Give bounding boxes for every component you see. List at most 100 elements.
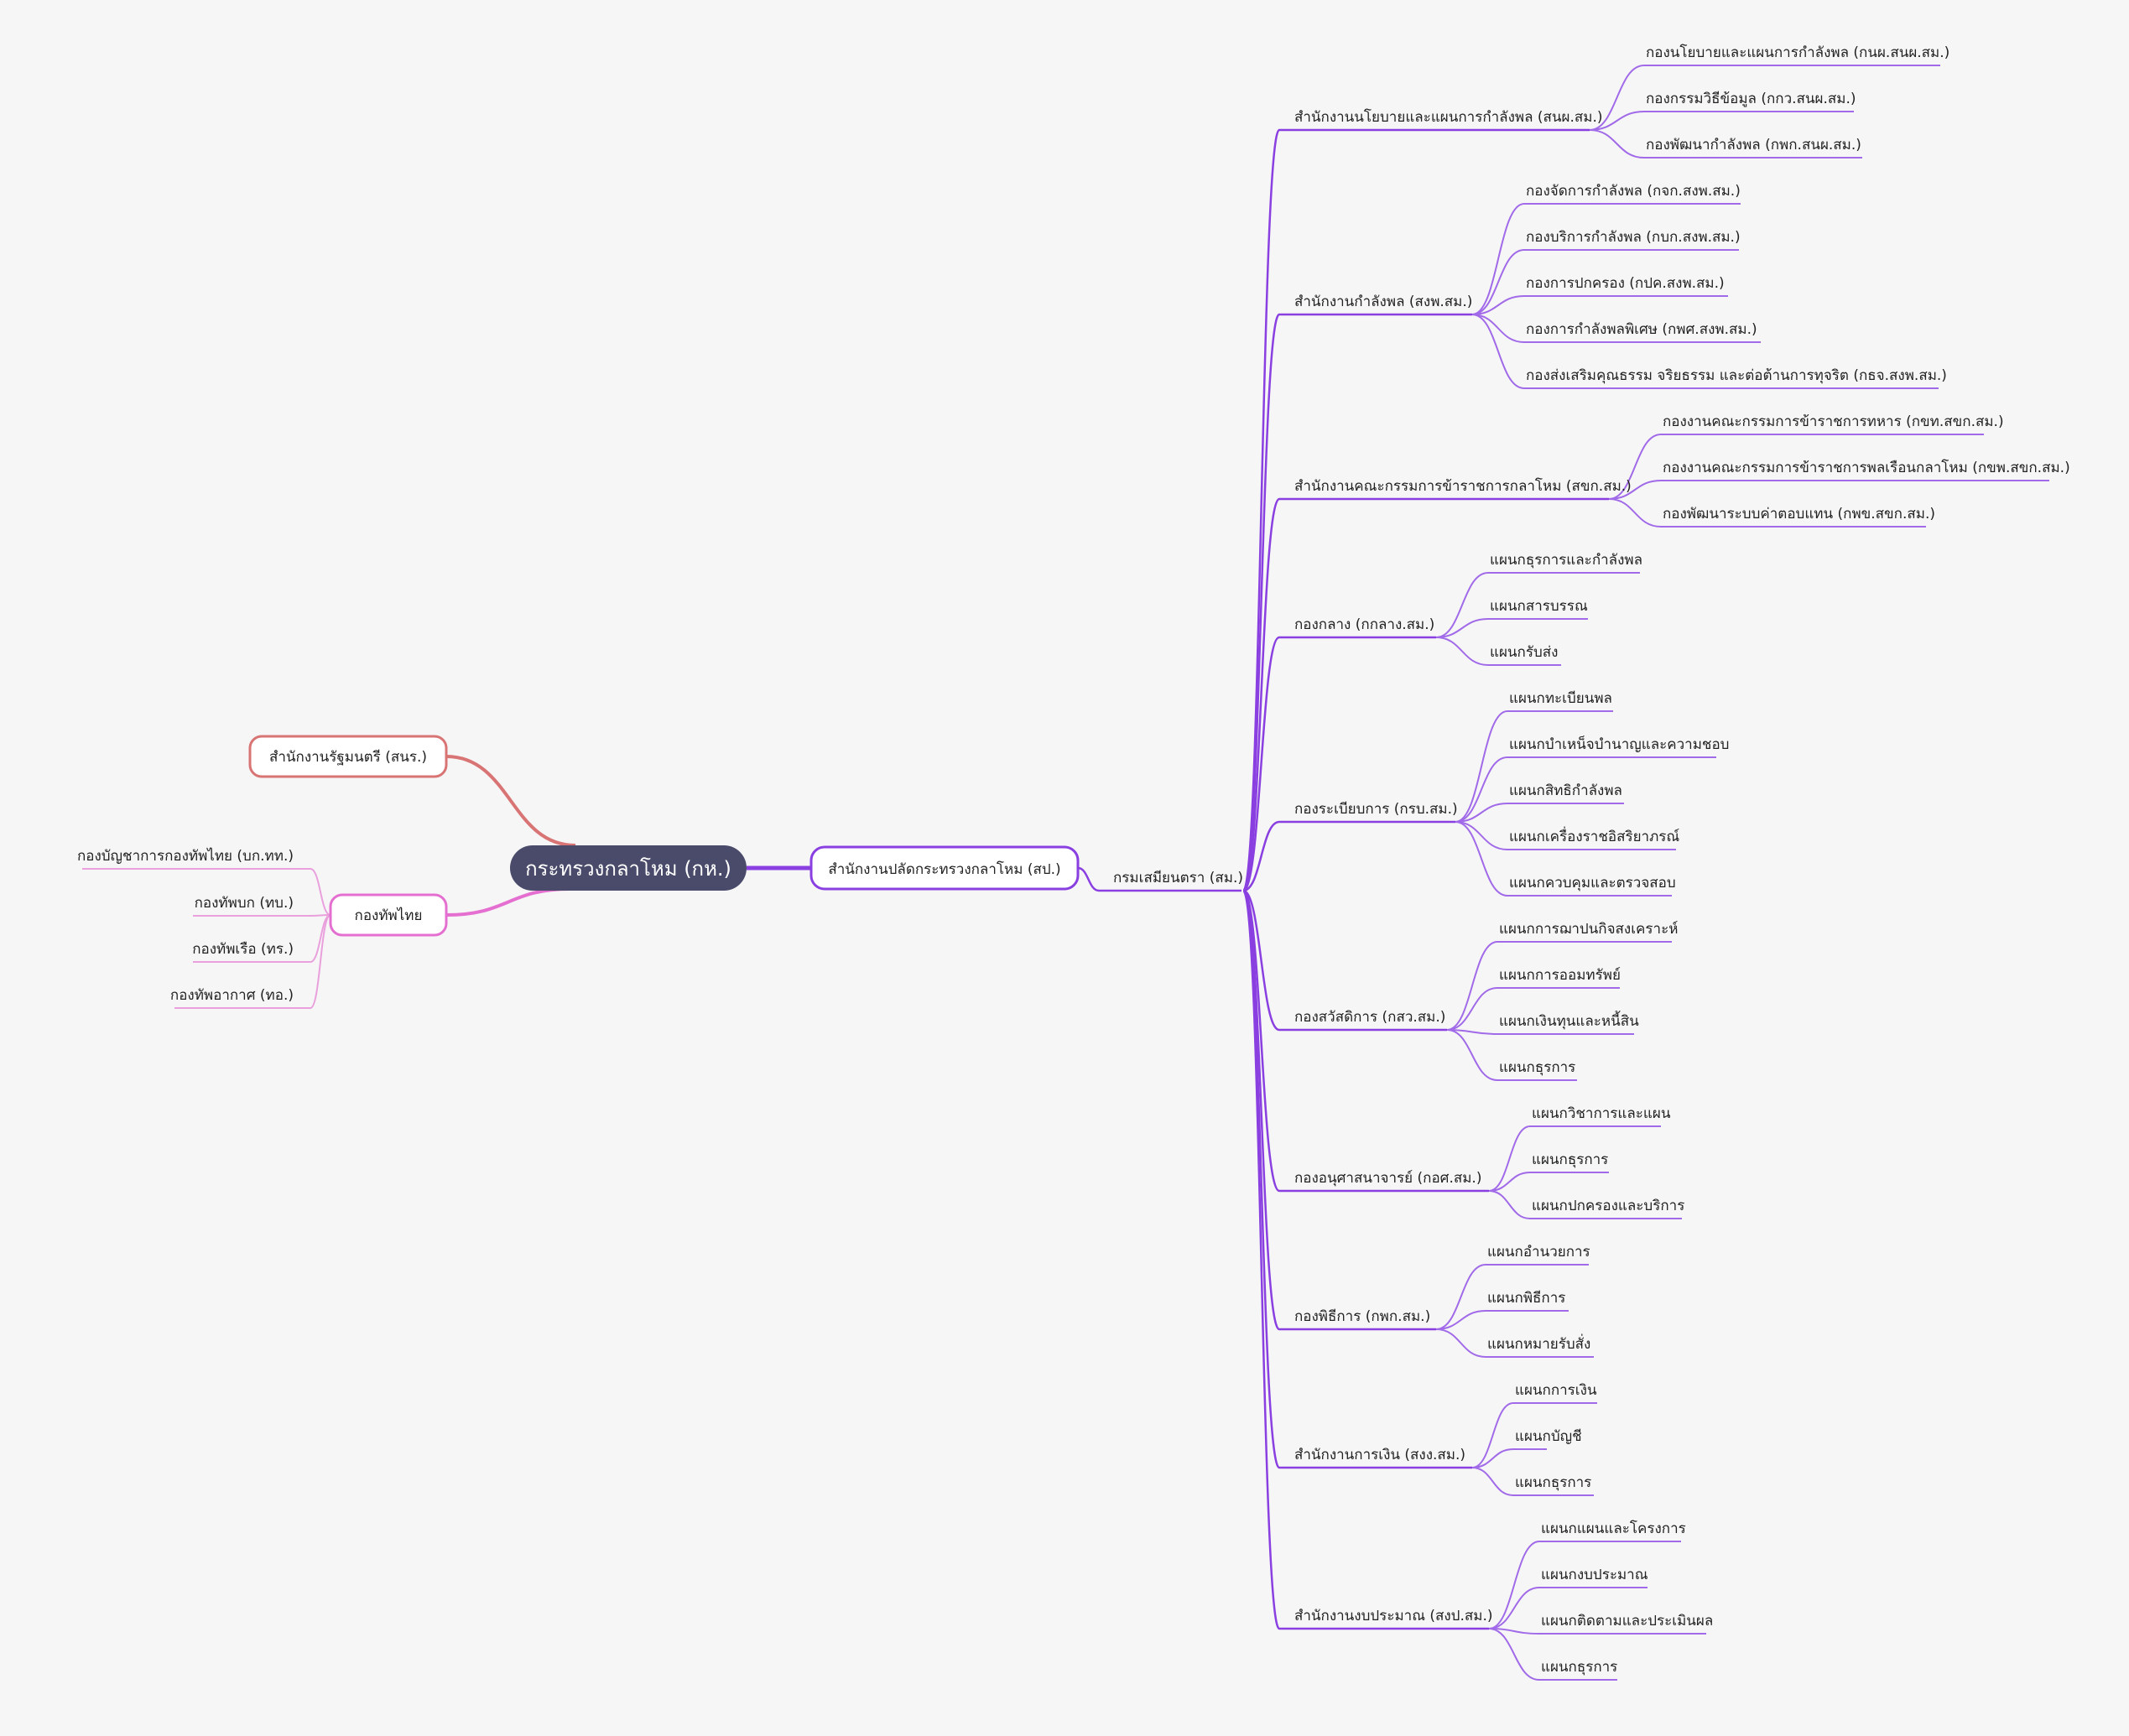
edge-armed-forces-child (310, 914, 331, 1009)
group-label[interactable]: สำนักงานคณะกรรมการข้าราชการกลาโหม (สขก.ส… (1294, 477, 1632, 495)
edge-group-to-unit (1455, 821, 1508, 850)
edge-group-to-unit (1589, 65, 1645, 131)
unit-label[interactable]: แผนกบัญชี (1515, 1428, 1582, 1445)
edge-group-to-unit (1435, 1264, 1486, 1330)
unit-label[interactable]: แผนกติดตามและประเมินผล (1541, 1613, 1713, 1629)
edge-secretariat-to-group (1241, 889, 1281, 1193)
unit-label[interactable]: แผนกธุรการ (1532, 1151, 1608, 1168)
unit-label[interactable]: แผนกวิชาการและแผน (1532, 1105, 1671, 1122)
unit-label[interactable]: แผนกหมายรับสั่ง (1487, 1333, 1590, 1353)
edge-group-to-unit (1435, 1310, 1486, 1330)
edge-secretariat-to-group (1241, 313, 1281, 892)
topic-nodes: กระทรวงกลาโหม (กห.) สำนักงานรัฐมนตรี (สนร… (77, 44, 2070, 1676)
edge-group-to-unit (1471, 203, 1525, 315)
unit-label[interactable]: กองบริการกำลังพล (กบก.สงพ.สม.) (1526, 229, 1741, 246)
unit-label[interactable]: แผนกทะเบียนพล (1509, 690, 1612, 707)
armed-forces-child-label[interactable]: กองทัพอากาศ (ทอ.) (170, 987, 294, 1004)
unit-label[interactable]: กองพัฒนากำลังพล (กพก.สนผ.สม.) (1646, 137, 1861, 153)
unit-label[interactable]: กองส่งเสริมคุณธรรม จริยธรรม และต่อต้านกา… (1526, 367, 1947, 384)
group-label[interactable]: สำนักงานงบประมาณ (สงป.สม.) (1294, 1608, 1493, 1624)
unit-label[interactable]: กองการปกครอง (กปค.สงพ.สม.) (1526, 275, 1725, 292)
edge-group-to-unit (1435, 1328, 1486, 1358)
edge-group-to-unit (1608, 480, 1662, 500)
edge-permanent-secretary-to-secretariat (1077, 866, 1100, 892)
unit-label[interactable]: แผนกธุรการและกำลังพล (1490, 552, 1642, 569)
unit-label[interactable]: แผนกธุรการ (1515, 1474, 1591, 1491)
edge-group-to-unit (1589, 129, 1645, 159)
armed-forces-child-label[interactable]: กองทัพบก (ทบ.) (195, 895, 294, 912)
unit-label[interactable]: แผนกพิธีการ (1487, 1290, 1565, 1307)
minister-office-label[interactable]: สำนักงานรัฐมนตรี (สนร.) (269, 749, 427, 766)
unit-label[interactable]: แผนกงบประมาณ (1541, 1567, 1648, 1583)
edge-secretariat-to-group (1242, 820, 1280, 892)
unit-label[interactable]: กองการกำลังพลพิเศษ (กพศ.สงพ.สม.) (1526, 321, 1757, 338)
unit-label[interactable]: แผนกปกครองและบริการ (1532, 1198, 1684, 1214)
edge-group-to-unit (1488, 1190, 1531, 1219)
permanent-secretary-node[interactable] (809, 845, 1080, 891)
unit-label[interactable]: แผนกการออมทรัพย์ (1499, 967, 1621, 984)
edge-group-to-unit (1471, 295, 1525, 315)
edge-group-to-unit (1435, 572, 1489, 638)
edge-group-to-unit (1446, 941, 1498, 1031)
edge-secretariat-to-group (1241, 497, 1281, 892)
group-label[interactable]: กองกลาง (กกลาง.สม.) (1294, 616, 1434, 633)
group-label[interactable]: กองสวัสดิการ (กสว.สม.) (1294, 1009, 1445, 1026)
edge-group-to-unit (1471, 1402, 1514, 1468)
armed-forces-child-label[interactable]: กองทัพเรือ (ทร.) (192, 941, 294, 958)
edge-group-to-unit (1455, 756, 1508, 823)
unit-label[interactable]: แผนกการเงิน (1515, 1382, 1597, 1399)
unit-label[interactable]: แผนกบำเหน็จบำนาญและความชอบ (1509, 735, 1729, 753)
edge-group-to-unit (1488, 1172, 1531, 1192)
unit-label[interactable]: แผนกเงินทุนและหนี้สิน (1499, 1011, 1639, 1030)
group-label[interactable]: สำนักงานกำลังพล (สงพ.สม.) (1294, 294, 1472, 310)
edge-group-to-unit (1446, 1029, 1498, 1035)
edge-group-to-unit (1455, 821, 1508, 897)
unit-label[interactable]: แผนกควบคุมและตรวจสอบ (1509, 875, 1676, 891)
edge-group-to-unit (1455, 710, 1508, 823)
group-label[interactable]: สำนักงานนโยบายและแผนการกำลังพล (สนผ.สม.) (1294, 108, 1603, 126)
permanent-secretary-label[interactable]: สำนักงานปลัดกระทรวงกลาโหม (สป.) (828, 860, 1060, 878)
unit-label[interactable]: แผนกสารบรรณ (1490, 598, 1588, 615)
unit-label[interactable]: กองงานคณะกรรมการข้าราชการทหาร (กขท.สขก.ส… (1663, 413, 2004, 430)
unit-label[interactable]: กองงานคณะกรรมการข้าราชการพลเรือนกลาโหม (… (1663, 459, 2070, 476)
unit-label[interactable]: แผนกอำนวยการ (1487, 1244, 1590, 1260)
edge-secretariat-to-group (1241, 889, 1281, 1630)
group-label[interactable]: สำนักงานการเงิน (สงง.สม.) (1294, 1447, 1465, 1463)
unit-label[interactable]: แผนกสิทธิกำลังพล (1509, 782, 1622, 799)
edge-group-to-unit (1471, 314, 1525, 343)
unit-label[interactable]: แผนกเครื่องราชอิสริยาภรณ์ (1509, 826, 1679, 845)
edge-group-to-unit (1488, 1587, 1540, 1629)
unit-label[interactable]: กองนโยบายและแผนการกำลังพล (กนผ.สนผ.สม.) (1646, 44, 1949, 61)
group-label[interactable]: กองระเบียบการ (กรบ.สม.) (1294, 801, 1458, 818)
unit-label[interactable]: แผนกการฌาปนกิจสงเคราะห์ (1499, 921, 1678, 938)
edge-group-to-unit (1455, 803, 1508, 823)
edge-group-to-unit (1435, 618, 1489, 638)
edge-group-to-unit (1488, 1628, 1540, 1681)
edge-group-to-unit (1446, 987, 1498, 1031)
group-label[interactable]: กองพิธีการ (กพก.สม.) (1294, 1308, 1430, 1325)
connector-lines (82, 65, 2049, 1681)
edge-group-to-unit (1446, 1029, 1498, 1081)
group-label[interactable]: กองอนุศาสนาจารย์ (กอศ.สม.) (1294, 1170, 1481, 1187)
unit-label[interactable]: แผนกธุรการ (1541, 1659, 1617, 1676)
edge-group-to-unit (1471, 1448, 1514, 1468)
unit-label[interactable]: แผนกธุรการ (1499, 1059, 1575, 1076)
unit-label[interactable]: กองพัฒนาระบบค่าตอบแทน (กพข.สขก.สม.) (1663, 506, 1935, 522)
minister-office-node[interactable] (248, 735, 448, 778)
edge-group-to-unit (1435, 637, 1489, 666)
unit-label[interactable]: กองจัดการกำลังพล (กจก.สงพ.สม.) (1526, 183, 1741, 200)
unit-label[interactable]: แผนกแผนและโครงการ (1541, 1520, 1686, 1537)
edge-group-to-unit (1471, 1467, 1514, 1496)
root-node[interactable] (510, 845, 747, 891)
edge-root-to-minister-office (445, 755, 576, 847)
edge-secretariat-to-group (1242, 889, 1280, 1032)
edge-group-to-unit (1488, 1628, 1540, 1635)
root-label[interactable]: กระทรวงกลาโหม (กห.) (525, 857, 731, 881)
unit-label[interactable]: กองกรรมวิธีข้อมูล (กกว.สนผ.สม.) (1646, 91, 1856, 107)
armed-forces-label[interactable]: กองทัพไทย (355, 907, 423, 924)
unit-label[interactable]: แผนกรับส่ง (1490, 644, 1558, 661)
armed-forces-node[interactable] (329, 893, 448, 937)
edge-secretariat-to-group (1242, 636, 1280, 892)
armed-forces-child-label[interactable]: กองบัญชาการกองทัพไทย (บก.ทท.) (77, 847, 294, 865)
secretariat-label[interactable]: กรมเสมียนตรา (สม.) (1113, 870, 1243, 886)
